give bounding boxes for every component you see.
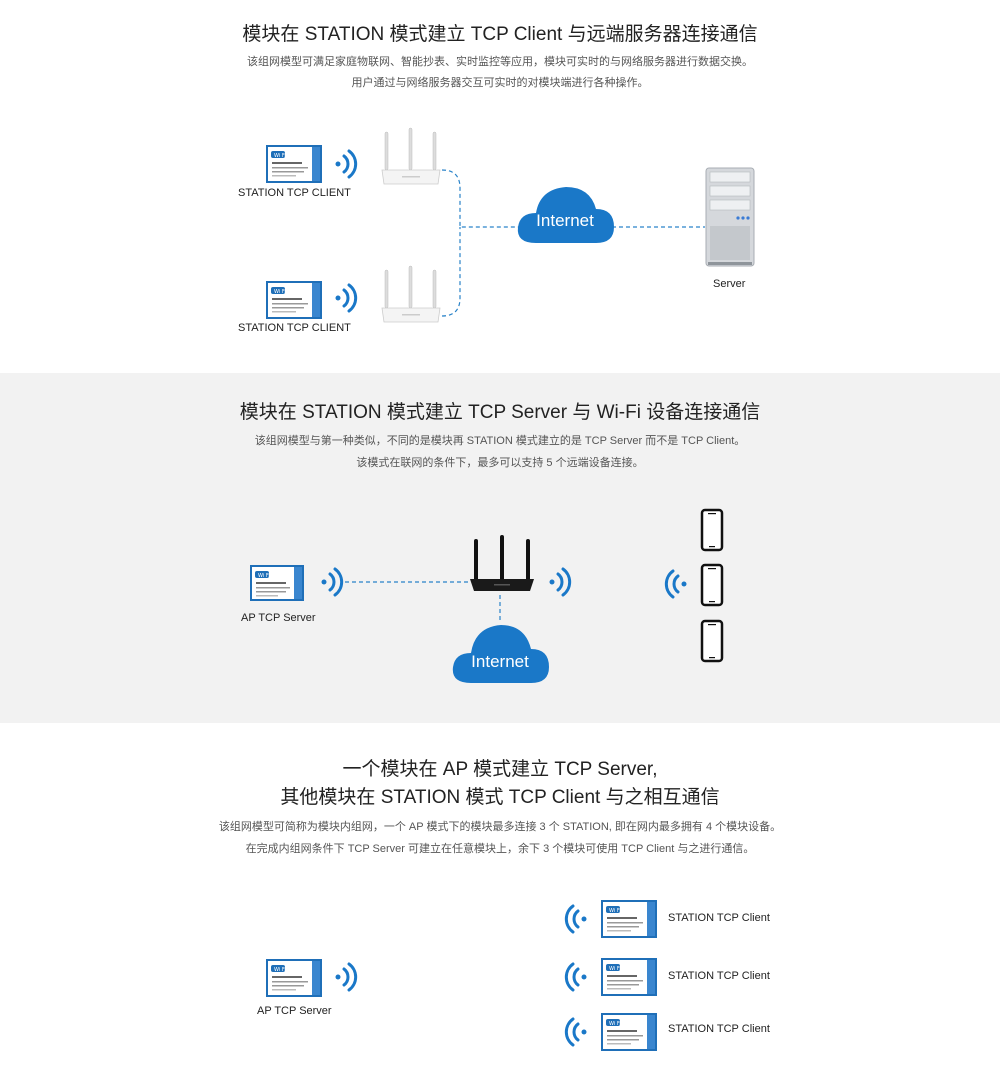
section3-title-line2: 其他模块在 STATION 模式 TCP Client 与之相互通信: [280, 787, 720, 808]
svg-text:Wi Fi: Wi Fi: [609, 966, 621, 972]
cloud-label: Internet: [471, 652, 529, 671]
section-station-tcp-client: 模块在 STATION 模式建立 TCP Client 与远端服务器连接通信 该…: [0, 0, 1000, 373]
server-icon: [705, 167, 755, 267]
smartphone-icon: [700, 508, 724, 552]
wifi-signal-icon: [335, 283, 358, 313]
wifi-module-icon: Wi Fi: [601, 1013, 657, 1051]
ap-server-label: AP TCP Server: [241, 612, 316, 624]
cloud-icon: [517, 187, 614, 243]
svg-text:Wi Fi: Wi Fi: [274, 289, 286, 295]
section3-desc-line1: 该组网模型可简称为模块内组网，一个 AP 模式下的模块最多连接 3 个 STAT…: [218, 821, 782, 833]
wifi-signal-icon: [564, 1017, 587, 1047]
svg-text:Wi Fi: Wi Fi: [609, 1021, 621, 1027]
connection-lines: [441, 169, 705, 317]
section3-diagram: Wi Fi Wi Fi: [266, 900, 657, 1051]
wifi-signal-icon: [335, 962, 358, 992]
section2-diagram: Wi Fi: [250, 508, 724, 683]
section-ap-tcp-server: 一个模块在 AP 模式建立 TCP Server, 其他模块在 STATION …: [0, 723, 1000, 1088]
wifi-module-icon: Wi Fi: [601, 900, 657, 938]
wifi-signal-icon: [664, 569, 687, 599]
wifi-module-icon: Wi Fi: [601, 958, 657, 996]
section-station-tcp-server: 模块在 STATION 模式建立 TCP Server 与 Wi-Fi 设备连接…: [0, 373, 1000, 723]
smartphone-icon: [700, 563, 724, 607]
svg-text:Wi Fi: Wi Fi: [274, 153, 286, 159]
wifi-module-icon: Wi Fi: [266, 145, 322, 183]
section2-title: 模块在 STATION 模式建立 TCP Server 与 Wi-Fi 设备连接…: [239, 402, 761, 423]
section1-desc-line2: 用户通过与网络服务器交互可实时的对模块端进行各种操作。: [351, 77, 649, 89]
station-client-label-2: STATION TCP Client: [668, 970, 770, 982]
cloud-label: Internet: [536, 211, 594, 230]
wifi-module-icon: Wi Fi: [266, 281, 322, 319]
router-icon: [381, 127, 441, 185]
smartphone-icon: [700, 619, 724, 663]
wifi-module-icon: Wi Fi: [250, 565, 304, 601]
ap-server-label: AP TCP Server: [257, 1005, 332, 1017]
svg-text:Wi Fi: Wi Fi: [609, 908, 621, 914]
section3-title-line1: 一个模块在 AP 模式建立 TCP Server,: [342, 759, 658, 780]
section1-desc-line1: 该组网模型可满足家庭物联网、智能抄表、实时监控等应用，模块可实时的与网络服务器进…: [247, 56, 753, 68]
section2-desc-line2: 该模式在联网的条件下，最多可以支持 5 个远端设备连接。: [356, 457, 644, 469]
wifi-module-icon: Wi Fi: [266, 959, 322, 997]
client-label-1: STATION TCP CLIENT: [238, 187, 351, 199]
connection-lines: [345, 581, 501, 623]
client-label-2: STATION TCP CLIENT: [238, 322, 351, 334]
cloud-icon: [452, 625, 549, 683]
svg-text:Wi Fi: Wi Fi: [258, 573, 270, 579]
section2-desc-line1: 该组网模型与第一种类似，不同的是模块再 STATION 模式建立的是 TCP S…: [254, 435, 746, 447]
wifi-signal-icon: [564, 904, 587, 934]
section3-desc-line2: 在完成内组网条件下 TCP Server 可建立在任意模块上，余下 3 个模块可…: [245, 843, 755, 855]
wifi-signal-icon: [549, 567, 572, 597]
router-icon: [381, 265, 441, 323]
wifi-signal-icon: [321, 567, 344, 597]
station-client-label-3: STATION TCP Client: [668, 1023, 770, 1035]
wifi-signal-icon: [335, 149, 358, 179]
server-label: Server: [713, 278, 746, 290]
section1-diagram: Wi Fi Wi Fi: [266, 127, 755, 323]
router-icon: [470, 535, 534, 591]
station-client-label-1: STATION TCP Client: [668, 912, 770, 924]
wifi-signal-icon: [564, 962, 587, 992]
svg-text:Wi Fi: Wi Fi: [274, 967, 286, 973]
section1-title: 模块在 STATION 模式建立 TCP Client 与远端服务器连接通信: [242, 24, 758, 45]
